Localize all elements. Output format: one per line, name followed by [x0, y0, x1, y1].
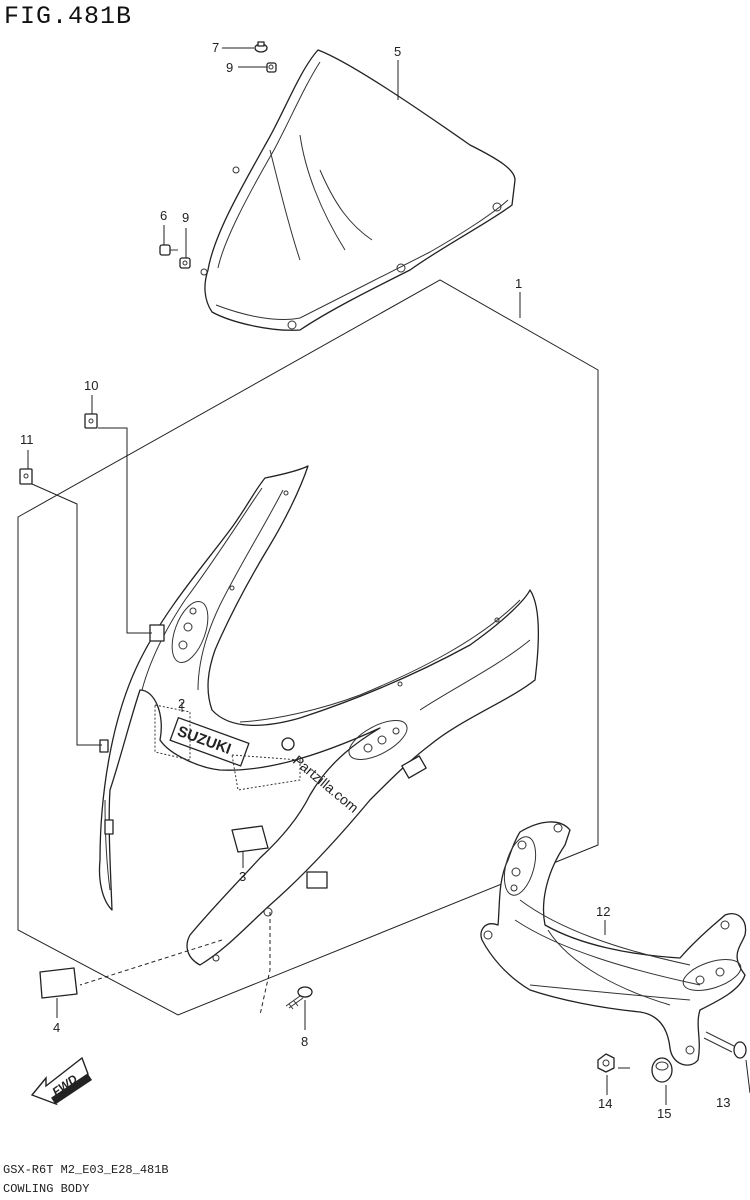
part-label-1: 1	[515, 276, 522, 291]
part-label-10: 10	[84, 378, 98, 393]
bolt-13[interactable]	[703, 1031, 747, 1059]
nut-14[interactable]	[597, 1053, 615, 1073]
leader-lines	[27, 47, 750, 1105]
footer-section-name: COWLING BODY	[3, 1182, 90, 1196]
screw-6[interactable]	[159, 244, 178, 256]
cowling-bracket[interactable]	[480, 821, 747, 1066]
pad-3[interactable]	[231, 825, 269, 853]
part-label-5: 5	[394, 44, 401, 59]
figure-title: FIG.481B	[4, 2, 133, 31]
part-label-6: 6	[160, 208, 167, 223]
fwd-arrow-icon: FWD	[30, 1056, 92, 1106]
grommet-15[interactable]	[651, 1057, 673, 1083]
part-label-4: 4	[53, 1020, 60, 1035]
assembly-box-outline	[17, 279, 599, 1016]
part-label-9-left: 9	[182, 210, 189, 225]
part-label-11: 11	[20, 432, 34, 447]
part-label-9-top: 9	[226, 60, 233, 75]
clip-11[interactable]	[19, 468, 33, 485]
cowling-body[interactable]	[98, 465, 539, 966]
nut-9-top[interactable]	[266, 62, 277, 73]
windscreen-part[interactable]	[200, 49, 516, 331]
part-label-7: 7	[212, 40, 219, 55]
nut-9-left[interactable]	[179, 257, 191, 269]
screw-8[interactable]	[285, 986, 313, 1010]
part-label-8: 8	[301, 1034, 308, 1049]
part-label-3: 3	[239, 869, 246, 884]
clip-10[interactable]	[84, 413, 98, 429]
part-label-13: 13	[716, 1095, 730, 1110]
part-label-2: 2	[178, 696, 185, 711]
part-label-15: 15	[657, 1106, 671, 1121]
part-label-14: 14	[598, 1096, 612, 1111]
screw-7[interactable]	[254, 41, 268, 53]
part-label-12: 12	[596, 904, 610, 919]
footer-model-code: GSX-R6T M2_E03_E28_481B	[3, 1163, 169, 1177]
pad-4[interactable]	[39, 967, 78, 999]
